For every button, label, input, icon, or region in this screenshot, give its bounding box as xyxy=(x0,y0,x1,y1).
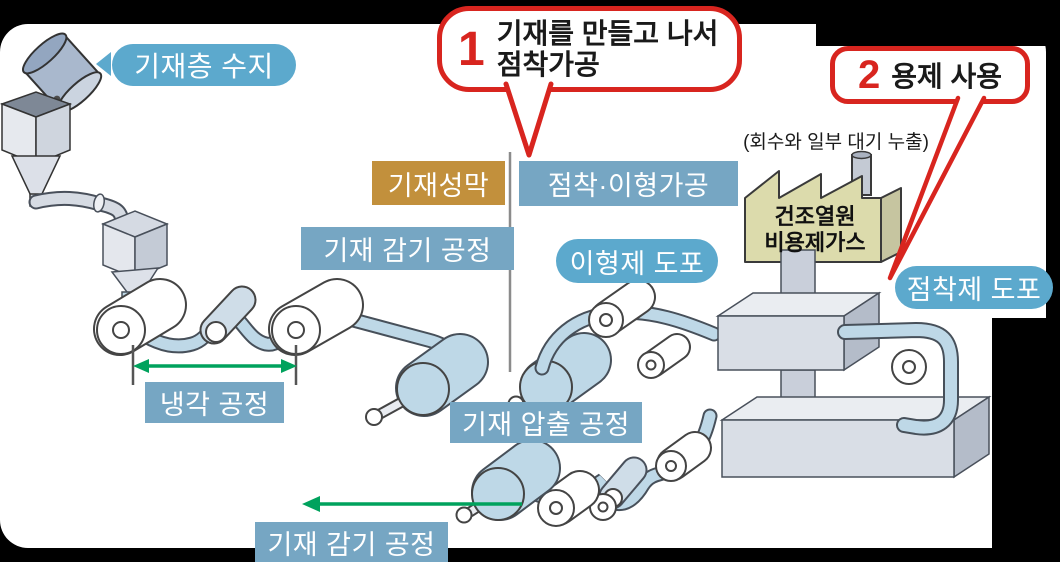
drying-oven-text-line1: 건조열원 xyxy=(774,204,856,229)
label-adhesive-coating: 점착제 도포 xyxy=(895,266,1053,309)
label-release-agent-coating: 이형제 도포 xyxy=(556,239,718,283)
label-base-layer-resin: 기재층 수지 xyxy=(112,44,296,86)
label-base-film-forming: 기재성막 xyxy=(372,161,505,205)
background-patch xyxy=(816,0,1060,46)
callout-2-box: 2 용제 사용 xyxy=(830,46,1030,104)
background-patch xyxy=(992,318,1060,562)
callout-1-number: 1 xyxy=(458,22,485,76)
callout-1-line2: 점착가공 xyxy=(496,49,600,80)
callout-1-line1: 기재를 만들고 나서 xyxy=(496,18,719,49)
label-base-winding-top: 기재 감기 공정 xyxy=(301,227,514,270)
recovery-leak-note: (회수와 일부 대기 누출) xyxy=(743,132,929,153)
drying-oven-text-line2: 비용제가스 xyxy=(764,230,866,255)
label-adhesive-release-processing: 점착·이형가공 xyxy=(519,161,738,206)
label-base-extrusion-process: 기재 압출 공정 xyxy=(450,402,642,443)
drying-oven-text: 건조열원 비용제가스 xyxy=(748,204,882,256)
label-cooling-process: 냉각 공정 xyxy=(145,382,284,423)
callout-1-box: 1 기재를 만들고 나서 점착가공 xyxy=(437,6,742,92)
callout-1-text: 기재를 만들고 나서 점착가공 xyxy=(497,18,719,80)
callout-2-text: 용제 사용 xyxy=(891,61,1003,92)
label-base-winding-bottom: 기재 감기 공정 xyxy=(255,522,448,562)
callout-2-number: 2 xyxy=(857,52,881,97)
